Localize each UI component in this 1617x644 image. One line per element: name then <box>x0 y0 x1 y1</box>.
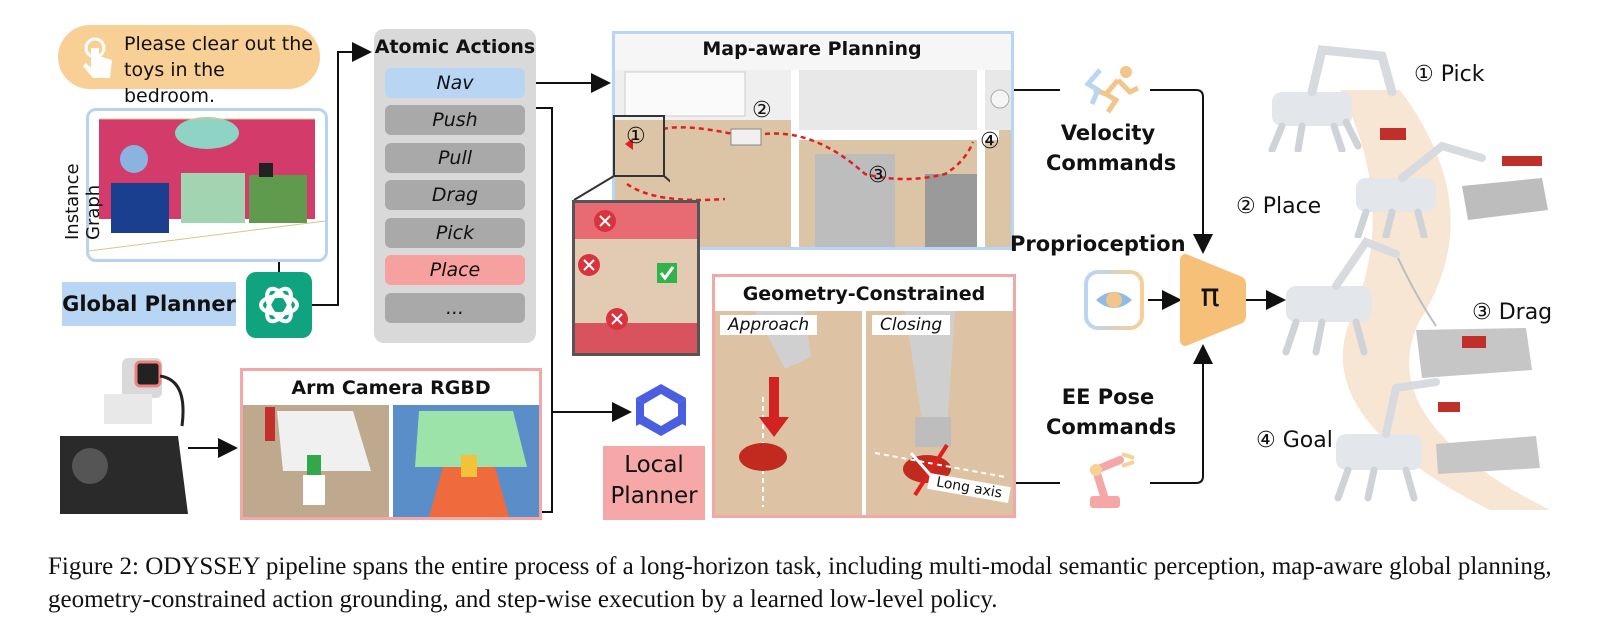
llm-logo-icon <box>246 272 312 338</box>
proprioception-eye-icon <box>1084 270 1144 330</box>
atomic-actions-title: Atomic Actions <box>374 36 536 58</box>
step-pick-label: ① Pick <box>1414 62 1485 87</box>
robot-goal-image <box>1334 378 1540 502</box>
global-planner-label: Global Planner <box>62 282 236 326</box>
step-drag-label: ③ Drag <box>1472 300 1553 325</box>
robot-pick-image <box>1268 45 1406 152</box>
figure-caption: Figure 2: ODYSSEY pipeline spans the ent… <box>48 553 1552 613</box>
step-place-label: ② Place <box>1236 194 1322 219</box>
arm-camera-title: Arm Camera RGBD <box>291 377 491 399</box>
waypoint-1: ① <box>626 124 646 149</box>
waypoint-4: ④ <box>980 129 1000 154</box>
actions-to-local-bracket <box>525 107 553 513</box>
arm-camera-images <box>243 405 539 517</box>
policy-block <box>1180 254 1246 346</box>
instruction-text: Please clear out the toys in the bedroom… <box>124 33 313 107</box>
step-goal-label: ④ Goal <box>1256 428 1333 453</box>
action-more: ... <box>385 293 525 323</box>
action-push: Push <box>385 105 525 135</box>
ee-to-policy-arrow <box>1150 344 1213 484</box>
instance-graph-label: Instance Graph <box>62 163 104 240</box>
approach-label: Approach <box>720 315 818 335</box>
hand-tap-icon <box>83 37 112 78</box>
robot-place-image <box>1354 141 1548 238</box>
action-pick: Pick <box>385 218 525 248</box>
planner-to-actions-arrow <box>312 42 372 306</box>
map-planning-title: Map-aware Planning <box>702 38 922 60</box>
proprioception-label: Proprioception <box>1010 232 1186 256</box>
geometry-title: Geometry-Constrained <box>742 283 986 305</box>
local-planner-label: Local Planner <box>603 446 705 520</box>
robot-arm-camera-photo <box>60 358 188 514</box>
waypoint-3: ③ <box>868 163 888 188</box>
placement-zoom-inset <box>572 200 700 356</box>
action-pull: Pull <box>385 143 525 173</box>
closing-label: Closing <box>872 315 951 335</box>
ee-pose-commands-label: EE Pose Commands <box>1046 385 1177 439</box>
policy-symbol: π <box>1200 276 1220 314</box>
robot-arm-icon <box>1090 452 1135 508</box>
action-place: Place <box>385 255 525 285</box>
arm-camera-panel <box>240 368 542 520</box>
velocity-to-policy-arrow <box>1150 89 1213 254</box>
zoom-connector <box>573 115 670 201</box>
waypoint-2: ② <box>752 98 772 123</box>
instance-graph-panel <box>86 108 328 262</box>
action-nav: Nav <box>385 68 525 98</box>
instance-graph-pointcloud <box>89 117 325 252</box>
velocity-commands-label: Velocity Commands <box>1046 121 1177 175</box>
velocity-running-icon <box>1084 66 1140 114</box>
action-drag: Drag <box>385 180 525 210</box>
local-planner-logo-icon <box>636 384 686 436</box>
robot-drag-image <box>1282 237 1532 378</box>
